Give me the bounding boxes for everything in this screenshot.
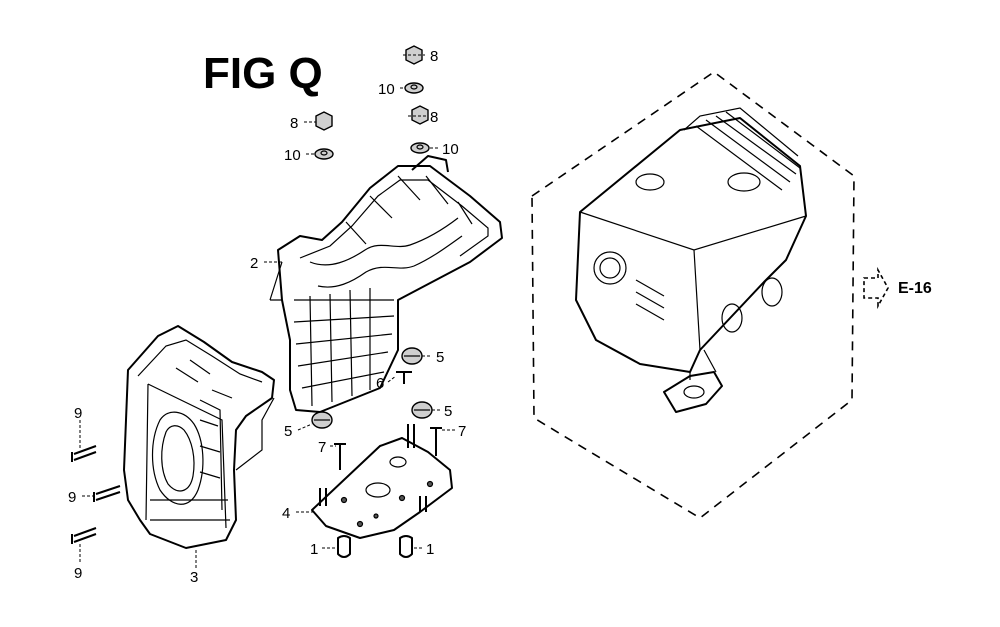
- callout-10-mid-right: 10: [442, 141, 459, 158]
- figure-title: FIG Q: [203, 49, 323, 98]
- nut-mid-left: [315, 111, 333, 131]
- bolt-part-7-left: [334, 443, 346, 470]
- rubber-foot-left: [337, 535, 351, 558]
- washer-mid-right: [410, 142, 430, 154]
- mount-rubber-right: [411, 401, 433, 419]
- screw-middle: [93, 485, 121, 502]
- callout-5-left: 5: [284, 423, 292, 440]
- reference-label: E-16: [898, 280, 932, 297]
- callout-9-middle: 9: [68, 489, 76, 506]
- callout-7-right: 7: [458, 423, 466, 440]
- callout-1-left: 1: [310, 541, 318, 558]
- callout-8-mid-left: 8: [290, 115, 298, 132]
- base-plate-part: [311, 437, 453, 539]
- callout-5-right: 5: [444, 403, 452, 420]
- mount-rubber-upper: [401, 347, 423, 365]
- callout-5-upper: 5: [436, 349, 444, 366]
- rubber-foot-right: [399, 535, 413, 558]
- lower-bracket-part: [123, 325, 275, 549]
- callout-10-mid-left: 10: [284, 147, 301, 164]
- screw-lower: [71, 527, 97, 544]
- callout-4: 4: [282, 505, 290, 522]
- callout-2: 2: [250, 255, 258, 272]
- callout-6: 6: [376, 375, 384, 392]
- callout-9-lower: 9: [74, 565, 82, 582]
- stud-plate-left: [319, 488, 327, 506]
- washer-mid-left: [314, 148, 334, 160]
- callout-1-right: 1: [426, 541, 434, 558]
- callout-7-left: 7: [318, 439, 326, 456]
- callout-8-mid-right: 8: [430, 109, 438, 126]
- callout-9-upper: 9: [74, 405, 82, 422]
- leader-lines: [79, 54, 456, 568]
- callout-10-top: 10: [378, 81, 395, 98]
- stud-plate-center: [407, 424, 415, 448]
- reference-arrow-icon: [863, 266, 889, 310]
- bolt-part-6: [396, 371, 412, 384]
- upper-frame-part: [269, 155, 503, 413]
- callout-8-top: 8: [430, 48, 438, 65]
- nut-mid-right: [411, 105, 429, 125]
- stud-plate-right: [419, 496, 427, 512]
- bolt-part-7-right: [430, 427, 442, 456]
- callout-3: 3: [190, 569, 198, 586]
- mount-rubber-left: [311, 411, 333, 429]
- engine-reference-assembly: [531, 71, 855, 519]
- screw-upper: [71, 445, 97, 462]
- washer-top: [404, 82, 424, 94]
